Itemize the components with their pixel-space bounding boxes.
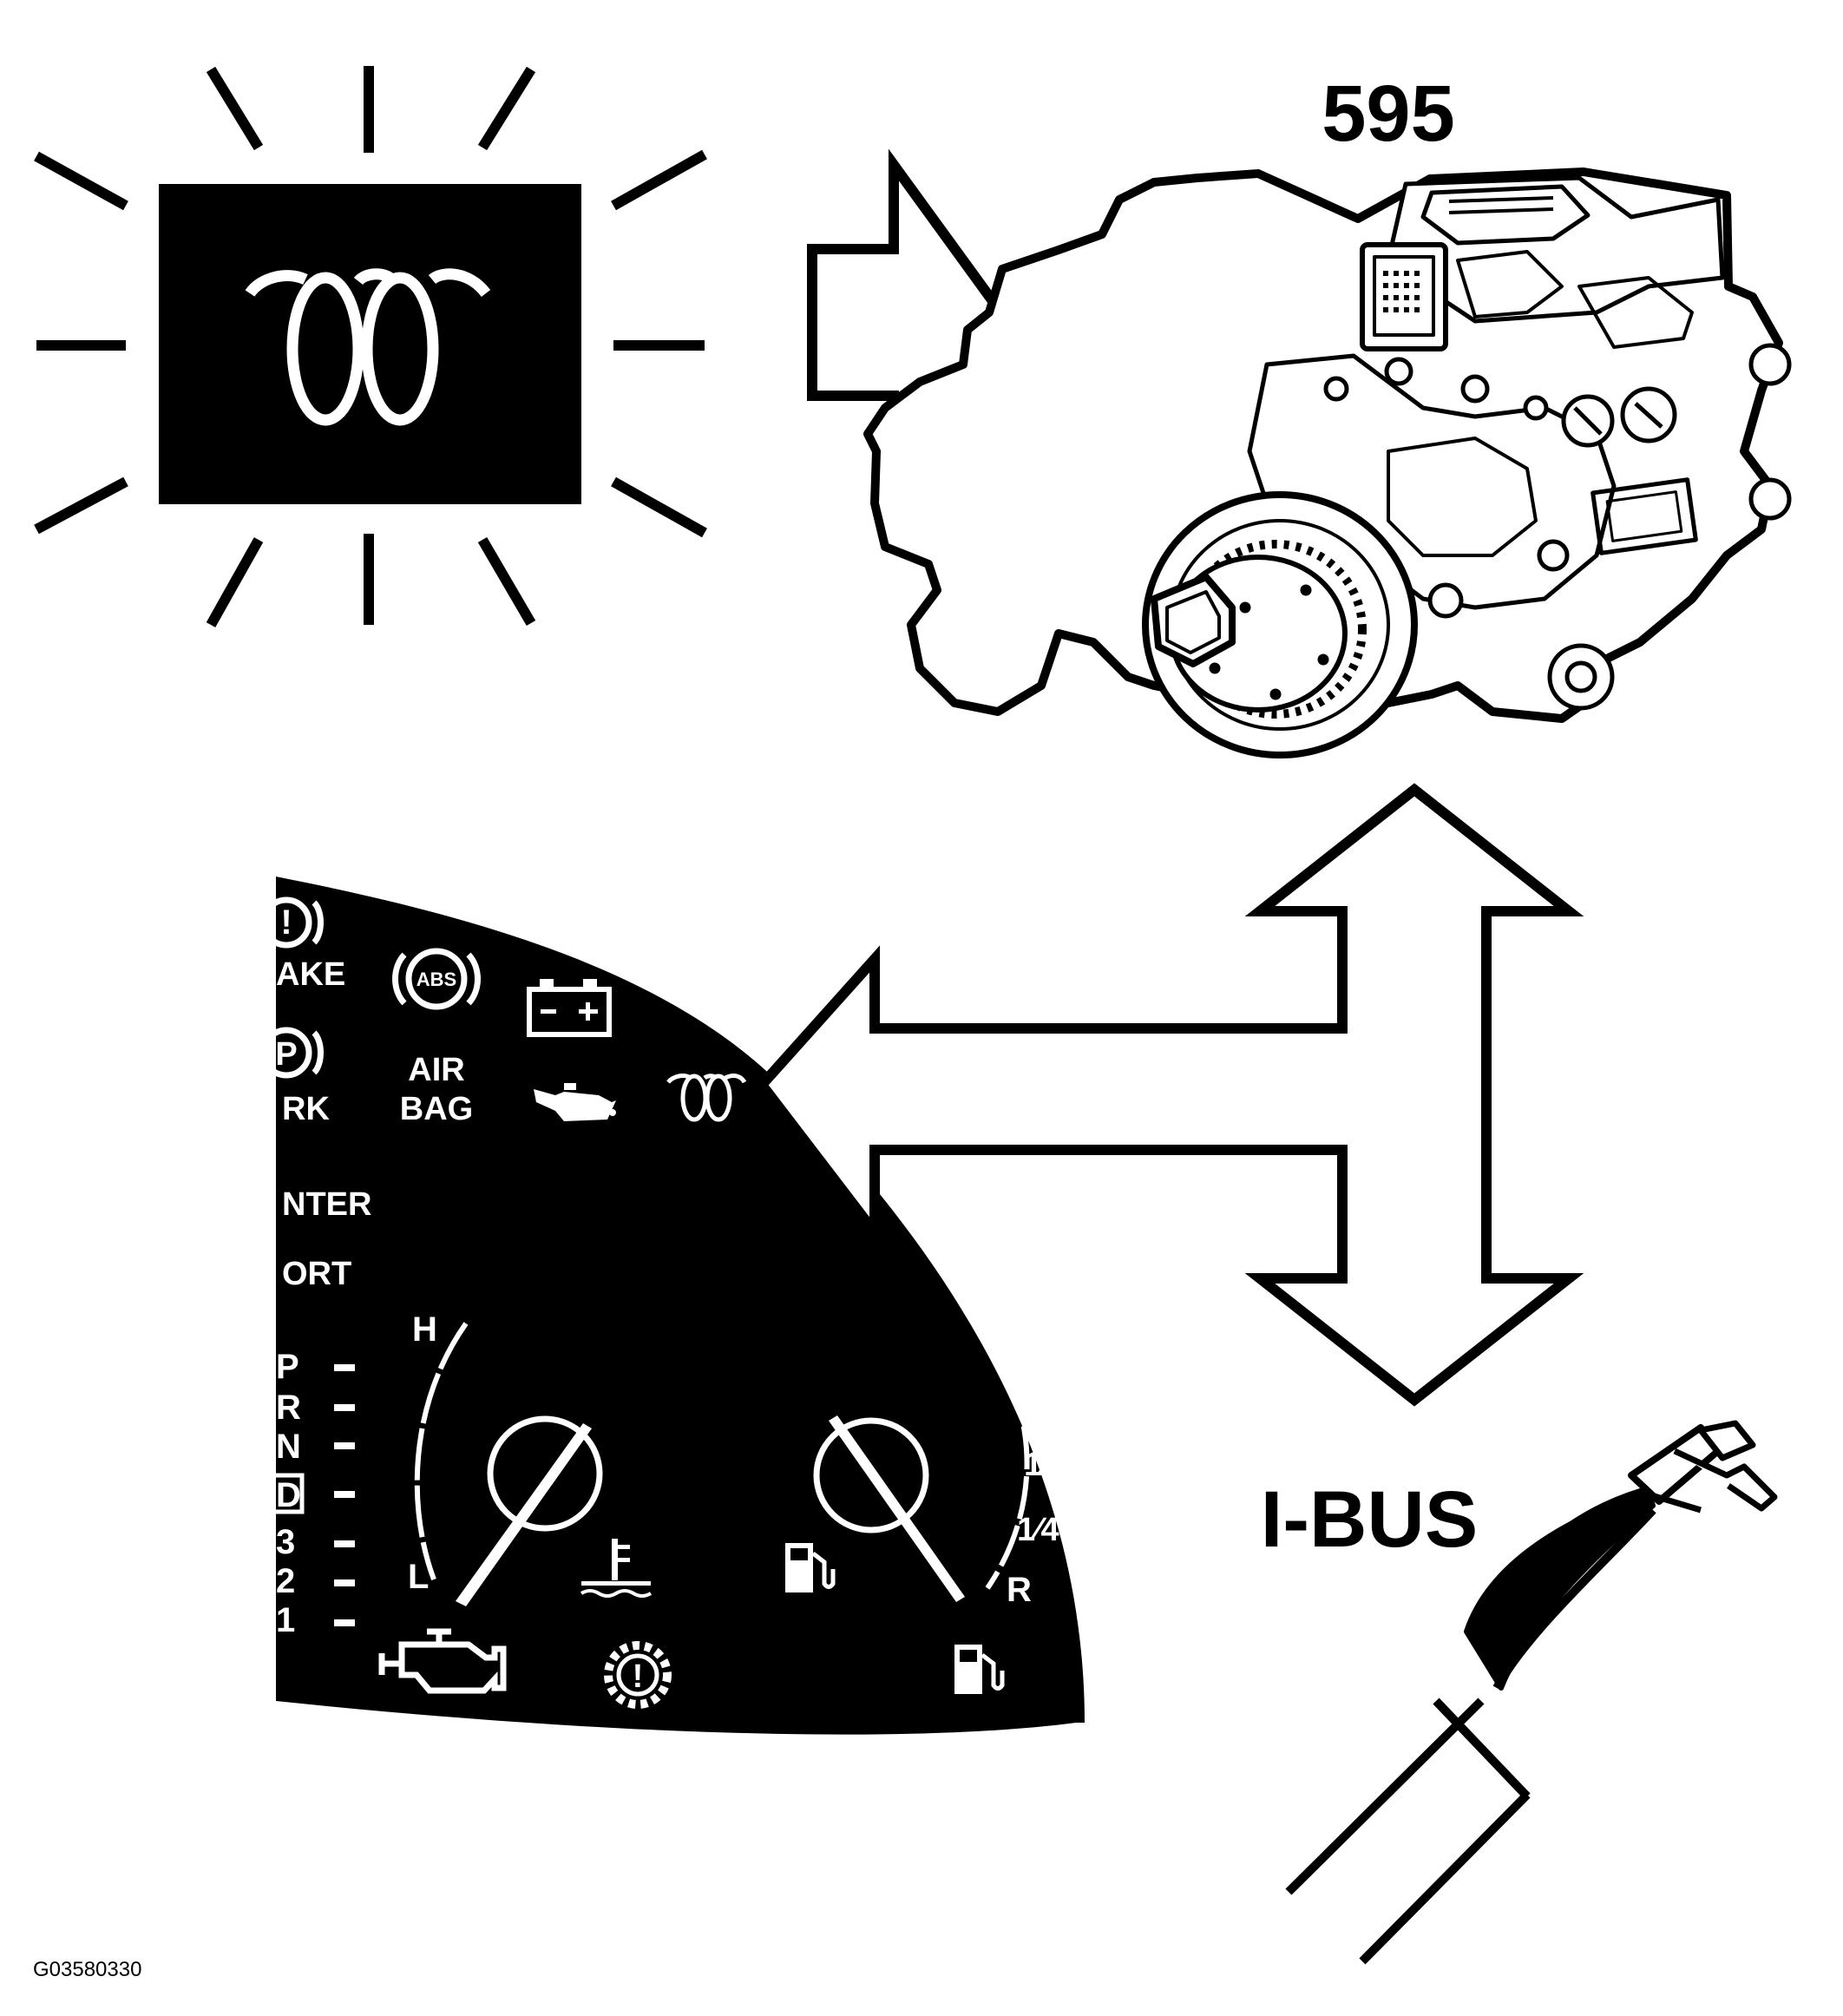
bus-cable-connector-icon: [1285, 1420, 1778, 1965]
park-brake-icon: [260, 1027, 324, 1079]
check-engine-icon: [378, 1628, 507, 1694]
bus-label: I-BUS: [1261, 1475, 1478, 1564]
fuel-full-label: F: [1007, 1319, 1027, 1357]
light-rays: [34, 66, 707, 627]
oil-can-icon: [534, 1083, 616, 1121]
temp-high-label: H: [412, 1310, 437, 1349]
gear-p: P: [276, 1348, 299, 1386]
fuel-pump-icon: [785, 1543, 836, 1592]
svg-text:P: P: [275, 1036, 297, 1073]
abs-label: ABS: [416, 969, 456, 990]
park-label: RK: [282, 1091, 330, 1127]
gear-2: 2: [276, 1562, 295, 1600]
gear-n: N: [276, 1428, 301, 1466]
gear-r: R: [276, 1389, 301, 1427]
gear-3: 3: [276, 1523, 295, 1561]
double-arrow-icon: [755, 783, 1584, 1407]
brake-label: AKE: [276, 956, 345, 993]
sport-label: ORT: [282, 1256, 351, 1292]
gear-1: 1: [276, 1601, 295, 1639]
component-number: 595: [1322, 69, 1455, 158]
glow-plug-indicator-icon: [666, 1074, 747, 1122]
fuel-gauge: F 3⁄4 1⁄2 1⁄4 R: [813, 1319, 1066, 1609]
airbag-label-line1: AIR: [408, 1052, 464, 1088]
svg-text:!: !: [280, 903, 292, 942]
temp-low-label: L: [408, 1558, 429, 1596]
battery-icon: [527, 979, 612, 1037]
figure-id: G03580330: [33, 1958, 141, 1981]
abs-warning-icon: [392, 948, 481, 1010]
fuel-half-label: 1⁄2: [1024, 1447, 1066, 1483]
brake-warning-icon: [260, 896, 324, 949]
fuel-quarter-label: 1⁄4: [1017, 1512, 1059, 1548]
svg-text:!: !: [633, 1658, 644, 1695]
glow-plug-icon: [245, 268, 491, 426]
temperature-gauge: H L: [408, 1310, 603, 1606]
airbag-label-line2: BAG: [400, 1091, 473, 1127]
gear-indicator: P R N D 3 2 1: [270, 1348, 355, 1639]
center-label: NTER: [282, 1186, 371, 1223]
coolant-temp-icon: [580, 1539, 653, 1598]
gear-d: D: [276, 1476, 301, 1514]
glow-plug-warning-lamp: [34, 66, 707, 627]
instrument-cluster: ! AKE ABS P RK AIR BAG: [260, 877, 1085, 1735]
fuel-reserve-label: R: [1007, 1571, 1032, 1609]
injection-pump-icon: [863, 167, 1792, 758]
fuel-three-quarter-label: 3⁄4: [1015, 1382, 1058, 1418]
transmission-warning-icon: !: [604, 1641, 672, 1709]
fuel-pump-icon: [954, 1645, 1005, 1694]
